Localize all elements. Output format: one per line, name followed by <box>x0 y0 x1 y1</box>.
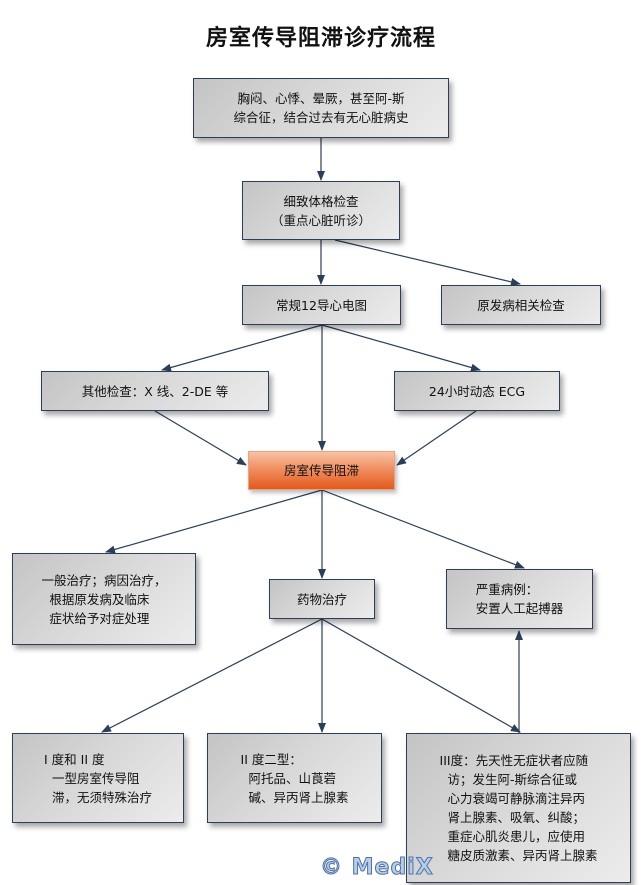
node-severe-case: 严重病例： 安置人工起搏器 <box>446 569 593 629</box>
arrow-diagnosis-to-severe-case <box>321 489 525 569</box>
node-primary-disease-exam: 原发病相关检查 <box>441 285 601 325</box>
arrow-diagnosis-to-general-treatment <box>105 489 323 554</box>
watermark-logo: © MediX <box>320 855 434 881</box>
node-diagnosis-label: 房室传导阻滞 <box>283 463 359 478</box>
node-symptoms: 胸闷、心悸、晕厥，甚至阿-斯 综合征，结合过去有无心脏病史 <box>193 78 449 138</box>
node-holter-ecg-label: 24小时动态 ECG <box>428 383 526 399</box>
arrow-physical-exam-to-primary-disease-exam <box>334 239 521 286</box>
node-degree-2-type2-label: II 度二型： 阿托品、山莨菪 碱、异丙肾上腺素 <box>240 751 349 805</box>
arrow-holter-to-diagnosis <box>396 410 477 466</box>
node-ecg12: 常规12导心电图 <box>242 285 401 325</box>
node-other-exam-label: 其他检查：X 线、2-DE 等 <box>81 383 229 399</box>
arrow-ecg12-to-other-exam <box>161 324 323 372</box>
node-degree-1-2: I 度和 II 度 一型房室传导阻 滞，无须特殊治疗 <box>12 733 184 823</box>
node-drug-treatment-label: 药物治疗 <box>296 591 347 607</box>
node-holter-ecg: 24小时动态 ECG <box>394 371 560 411</box>
arrow-drug-treatment-to-degree-1-2 <box>101 618 323 733</box>
node-other-exam: 其他检查：X 线、2-DE 等 <box>41 371 269 411</box>
node-degree-3: III度：先天性无症状者应随 访；发生阿-斯综合征或 心力衰竭可静脉滴注异丙 肾… <box>406 733 631 883</box>
node-ecg12-label: 常规12导心电图 <box>276 297 367 313</box>
node-diagnosis: 房室传导阻滞 <box>248 451 395 490</box>
arrow-ecg12-to-holter <box>321 324 481 372</box>
node-physical-exam: 细致体格检查 （重点心脏听诊） <box>242 181 400 240</box>
node-degree-2-type2: II 度二型： 阿托品、山莨菪 碱、异丙肾上腺素 <box>207 733 382 823</box>
arrow-drug-treatment-to-degree-3 <box>321 618 521 733</box>
node-general-treatment-label: 一般治疗；病因治疗， 根据原发病及临床 症状给予对症处理 <box>41 572 167 626</box>
node-drug-treatment: 药物治疗 <box>269 579 375 619</box>
page-title: 房室传导阻滞诊疗流程 <box>205 26 436 51</box>
node-degree-3-label: III度：先天性无症状者应随 访；发生阿-斯综合征或 心力衰竭可静脉滴注异丙 肾… <box>439 753 598 863</box>
node-general-treatment: 一般治疗；病因治疗， 根据原发病及临床 症状给予对症处理 <box>12 553 196 645</box>
node-degree-1-2-label: I 度和 II 度 一型房室传导阻 滞，无须特殊治疗 <box>44 751 152 805</box>
arrow-other-exam-to-diagnosis <box>154 410 247 466</box>
node-severe-case-label: 严重病例： 安置人工起搏器 <box>475 582 564 616</box>
node-symptoms-label: 胸闷、心悸、晕厥，甚至阿-斯 综合征，结合过去有无心脏病史 <box>233 91 409 125</box>
node-primary-disease-exam-label: 原发病相关检查 <box>477 297 565 313</box>
node-physical-exam-label: 细致体格检查 （重点心脏听诊） <box>270 193 371 228</box>
